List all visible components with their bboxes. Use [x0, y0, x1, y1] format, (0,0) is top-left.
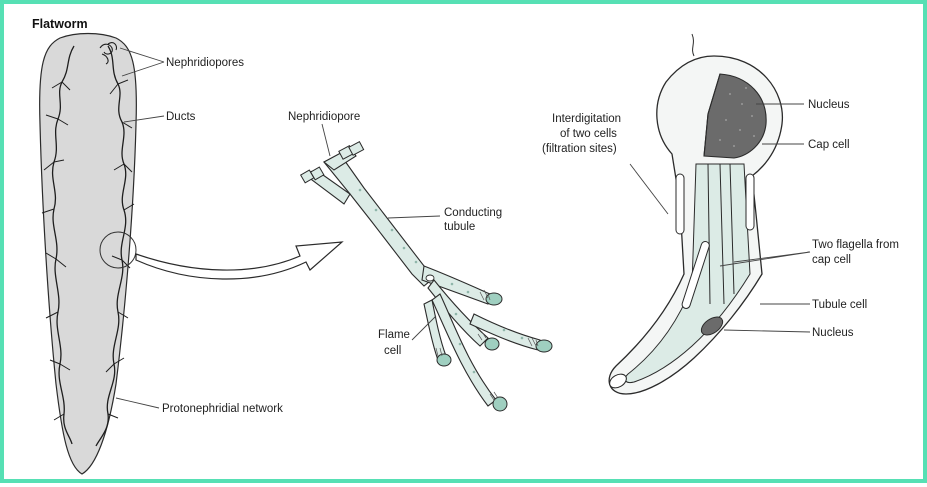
label-flame-cell-1: Flame [378, 329, 410, 341]
nucleus-top-shape [703, 73, 767, 159]
flatworm-leaders [115, 47, 165, 409]
label-nucleus-top: Nucleus [808, 99, 850, 111]
label-tubule-cell: Tubule cell [812, 299, 867, 311]
label-conducting-tubule-1: Conducting [444, 207, 502, 219]
flatworm-duct-left [51, 45, 75, 445]
flame-cell-detail [608, 33, 784, 395]
nucleus-bottom-shape [700, 316, 724, 336]
flatworm-duct-right [95, 45, 127, 447]
label-interdigitation-2: of two cells [560, 128, 617, 140]
flatworm-body [39, 32, 137, 475]
label-two-flagella-1: Two flagella from [812, 239, 899, 251]
label-nephridiopore: Nephridiopore [288, 111, 360, 123]
tubule-network [299, 140, 553, 412]
conducting-tubule [323, 153, 437, 287]
diagram-canvas: Flatworm Nephridiopores Ducts Protonephr… [32, 17, 899, 475]
label-nucleus-bottom: Nucleus [812, 327, 854, 339]
label-flame-cell-2: cell [384, 345, 401, 357]
label-interdigitation-3: (filtration sites) [542, 143, 617, 155]
label-conducting-tubule-2: tubule [444, 221, 475, 233]
flame-cell-leaders [629, 103, 811, 333]
label-cap-cell: Cap cell [808, 139, 850, 151]
label-interdigitation-1: Interdigitation [552, 113, 621, 125]
flatworm-title: Flatworm [32, 17, 88, 31]
label-two-flagella-2: cap cell [812, 254, 851, 266]
label-ducts: Ducts [166, 111, 196, 123]
flatworm-figure [39, 32, 137, 475]
label-protonephridial-network: Protonephridial network [162, 403, 283, 415]
tubule-leaders [321, 123, 441, 341]
label-nephridiopores: Nephridiopores [166, 57, 244, 69]
magnify-arrow [135, 241, 344, 280]
